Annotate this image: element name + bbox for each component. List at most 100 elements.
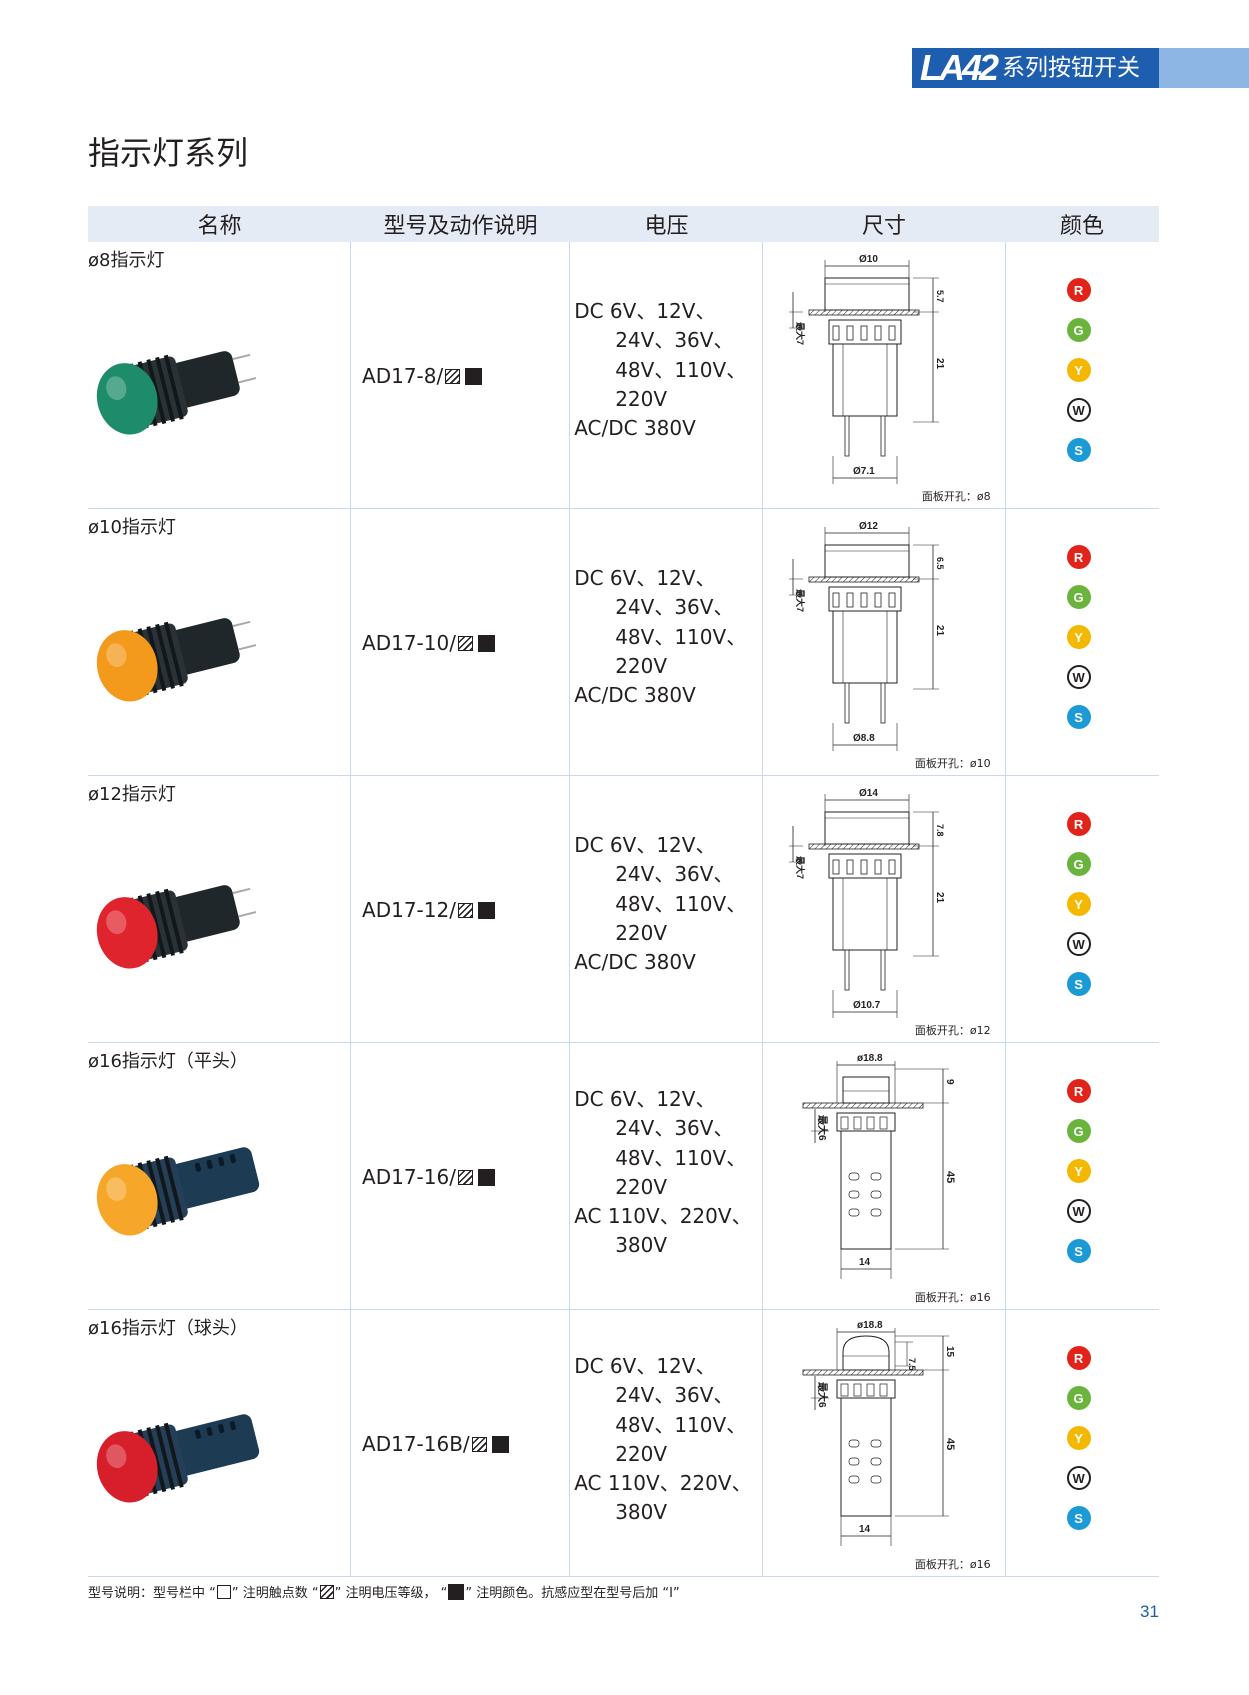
voltage-list: DC 6V、12V、 24V、36V、 48V、110V、 220V AC 110V、2… — [574, 1085, 751, 1261]
color-symbol — [491, 1435, 509, 1453]
voltage-line: 24V、36V、 — [615, 595, 734, 620]
voltage-line: AC 110V、220V、 — [574, 1471, 752, 1496]
svg-text:6.5: 6.5 — [935, 557, 945, 570]
color-badge-w: W — [1066, 1199, 1091, 1223]
panel-hole-size: 面板开孔：ø8 — [921, 490, 991, 503]
header-model: 型号及动作说明 — [383, 214, 538, 239]
color-badge-r: R — [1066, 812, 1091, 836]
model-code: AD17-16B/ — [362, 1432, 470, 1456]
series-label: LA42 系列按钮开关 — [912, 48, 1159, 88]
table-row: ø16指示灯（球头）AD17-16B/DC 6V、12V、24V、36V、48V… — [88, 1310, 1159, 1577]
model-code: AD17-10/ — [362, 631, 456, 655]
voltage-line: 380V — [615, 1233, 668, 1258]
model-cell: AD17-16/ — [350, 1043, 569, 1309]
voltage-line: 380V — [615, 1500, 668, 1525]
page-number: 31 — [1140, 1602, 1159, 1621]
voltage-line: 48V、110V、 — [615, 1412, 747, 1437]
color-badge-r: R — [1066, 278, 1091, 302]
svg-text:21: 21 — [934, 358, 945, 370]
voltage-line: 24V、36V、 — [615, 862, 734, 887]
svg-text:最大7: 最大7 — [795, 322, 806, 345]
voltage-line: 48V、110V、 — [615, 1145, 747, 1170]
voltage-line: AC 110V、220V、 — [574, 1204, 752, 1229]
color-badge-w: W — [1066, 398, 1091, 422]
color-badge-g: G — [1066, 318, 1091, 342]
svg-text:14: 14 — [859, 1524, 871, 1535]
product-name: ø10指示灯 — [88, 517, 176, 538]
lamp-image — [88, 312, 278, 462]
voltage-line: DC 6V、12V、 — [574, 299, 716, 323]
voltage-line: DC 6V、12V、 — [574, 566, 716, 590]
voltage-line: 220V — [615, 1174, 668, 1199]
banner-accent — [1159, 48, 1249, 88]
color-badge-y: Y — [1066, 892, 1091, 916]
voltage-line: 24V、36V、 — [615, 328, 734, 353]
color-badge-s: S — [1066, 1239, 1091, 1263]
model-code: AD17-12/ — [362, 898, 456, 922]
voltage-cell: DC 6V、12V、 24V、36V、 48V、110V、 220V AC 110V、2… — [569, 1043, 762, 1309]
svg-text:7.5: 7.5 — [907, 1358, 917, 1371]
model-cell: AD17-12/ — [350, 776, 569, 1042]
color-badge-w: W — [1066, 1466, 1091, 1490]
panel-hole-size: 面板开孔：ø10 — [914, 757, 991, 770]
svg-text:Ø7.1: Ø7.1 — [853, 466, 875, 477]
name-cell: ø16指示灯（平头） — [88, 1043, 350, 1309]
name-cell: ø10指示灯 — [88, 509, 350, 775]
voltage-line: DC 6V、12V、 — [574, 1087, 716, 1111]
color-badge-w: W — [1066, 665, 1091, 689]
model-number: AD17-8/ — [362, 364, 483, 388]
color-symbol — [477, 634, 495, 652]
voltage-line: AC/DC 380V — [574, 416, 696, 441]
svg-text:5.7: 5.7 — [935, 290, 945, 303]
lamp-image — [88, 846, 278, 996]
voltage-line: 220V — [615, 1441, 668, 1466]
color-badge-g: G — [1066, 1119, 1091, 1143]
svg-text:15: 15 — [944, 1346, 955, 1358]
voltage-symbol — [457, 902, 473, 918]
contact-count-symbol — [216, 1584, 231, 1599]
color-symbol — [465, 367, 483, 385]
voltage-line: 24V、36V、 — [615, 1116, 734, 1141]
color-badge-r: R — [1066, 1079, 1091, 1103]
color-badge-w: W — [1066, 932, 1091, 956]
svg-text:21: 21 — [934, 892, 945, 904]
svg-text:最大6: 最大6 — [816, 1382, 829, 1408]
voltage-line: 48V、110V、 — [615, 624, 747, 649]
lamp-image — [88, 579, 278, 729]
color-badge-g: G — [1066, 1386, 1091, 1410]
voltage-symbol — [319, 1584, 334, 1599]
color-badge-s: S — [1066, 972, 1091, 996]
color-badge-y: Y — [1066, 1159, 1091, 1183]
lamp-photo — [96, 885, 257, 969]
voltage-line: 48V、110V、 — [615, 891, 747, 916]
model-code: AD17-8/ — [362, 364, 444, 388]
color-badge-y: Y — [1066, 1426, 1091, 1450]
color-badge-g: G — [1066, 585, 1091, 609]
series-text: 系列按钮开关 — [1002, 55, 1141, 81]
svg-text:14: 14 — [859, 1257, 871, 1268]
lamp-photo — [96, 1414, 260, 1503]
svg-text:最大7: 最大7 — [795, 589, 806, 612]
voltage-line: 48V、110V、 — [615, 357, 747, 382]
voltage-line: AC/DC 380V — [574, 683, 696, 708]
panel-hole-size: 面板开孔：ø16 — [914, 1291, 991, 1304]
voltage-symbol — [457, 635, 473, 651]
svg-text:Ø10.7: Ø10.7 — [853, 1000, 881, 1011]
product-name: ø16指示灯（平头） — [88, 1051, 248, 1072]
svg-text:Ø8.8: Ø8.8 — [853, 733, 875, 744]
table-header: 名称 型号及动作说明 电压 尺寸 颜色 — [88, 206, 1159, 242]
svg-text:45: 45 — [944, 1171, 956, 1183]
